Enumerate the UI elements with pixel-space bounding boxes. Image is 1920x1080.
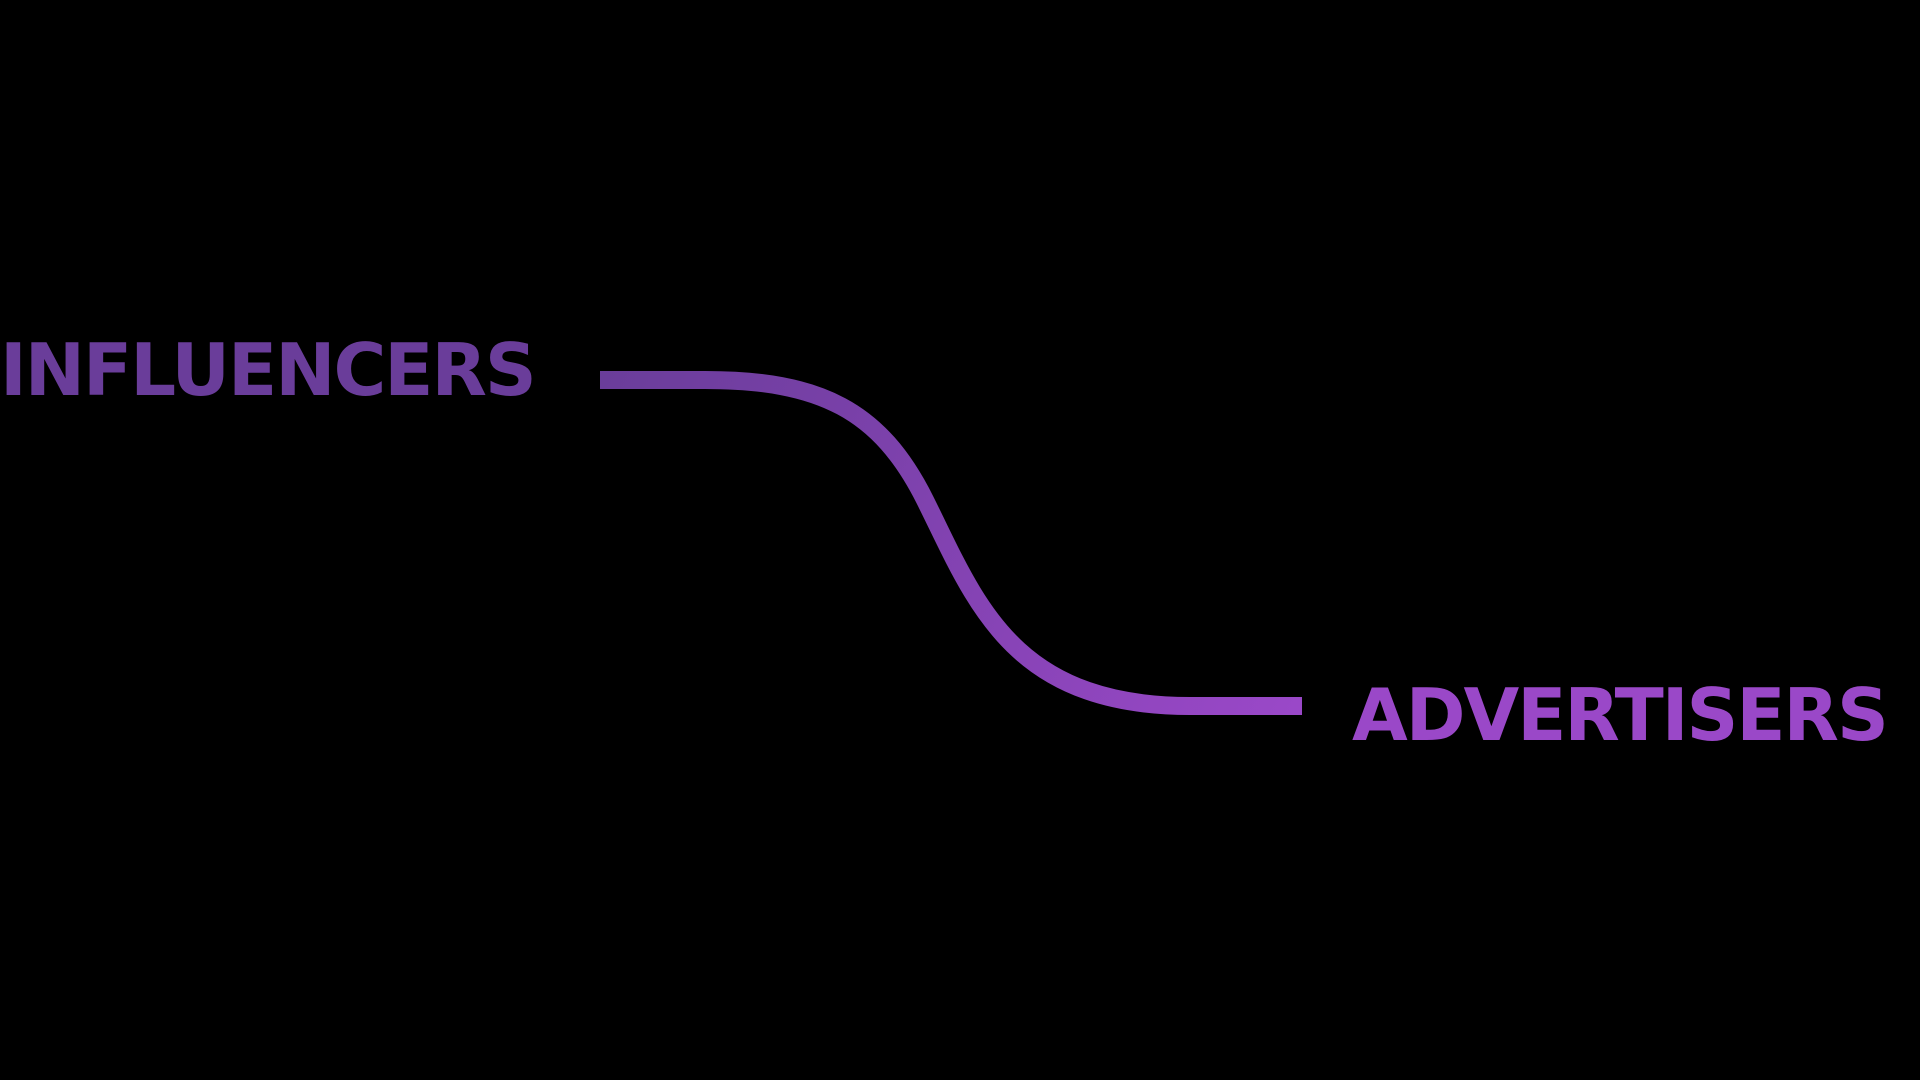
connector-curve — [600, 371, 1302, 715]
influencers-label: INFLUENCERS — [0, 328, 537, 412]
advertisers-label: ADVERTISERS — [1352, 673, 1889, 757]
